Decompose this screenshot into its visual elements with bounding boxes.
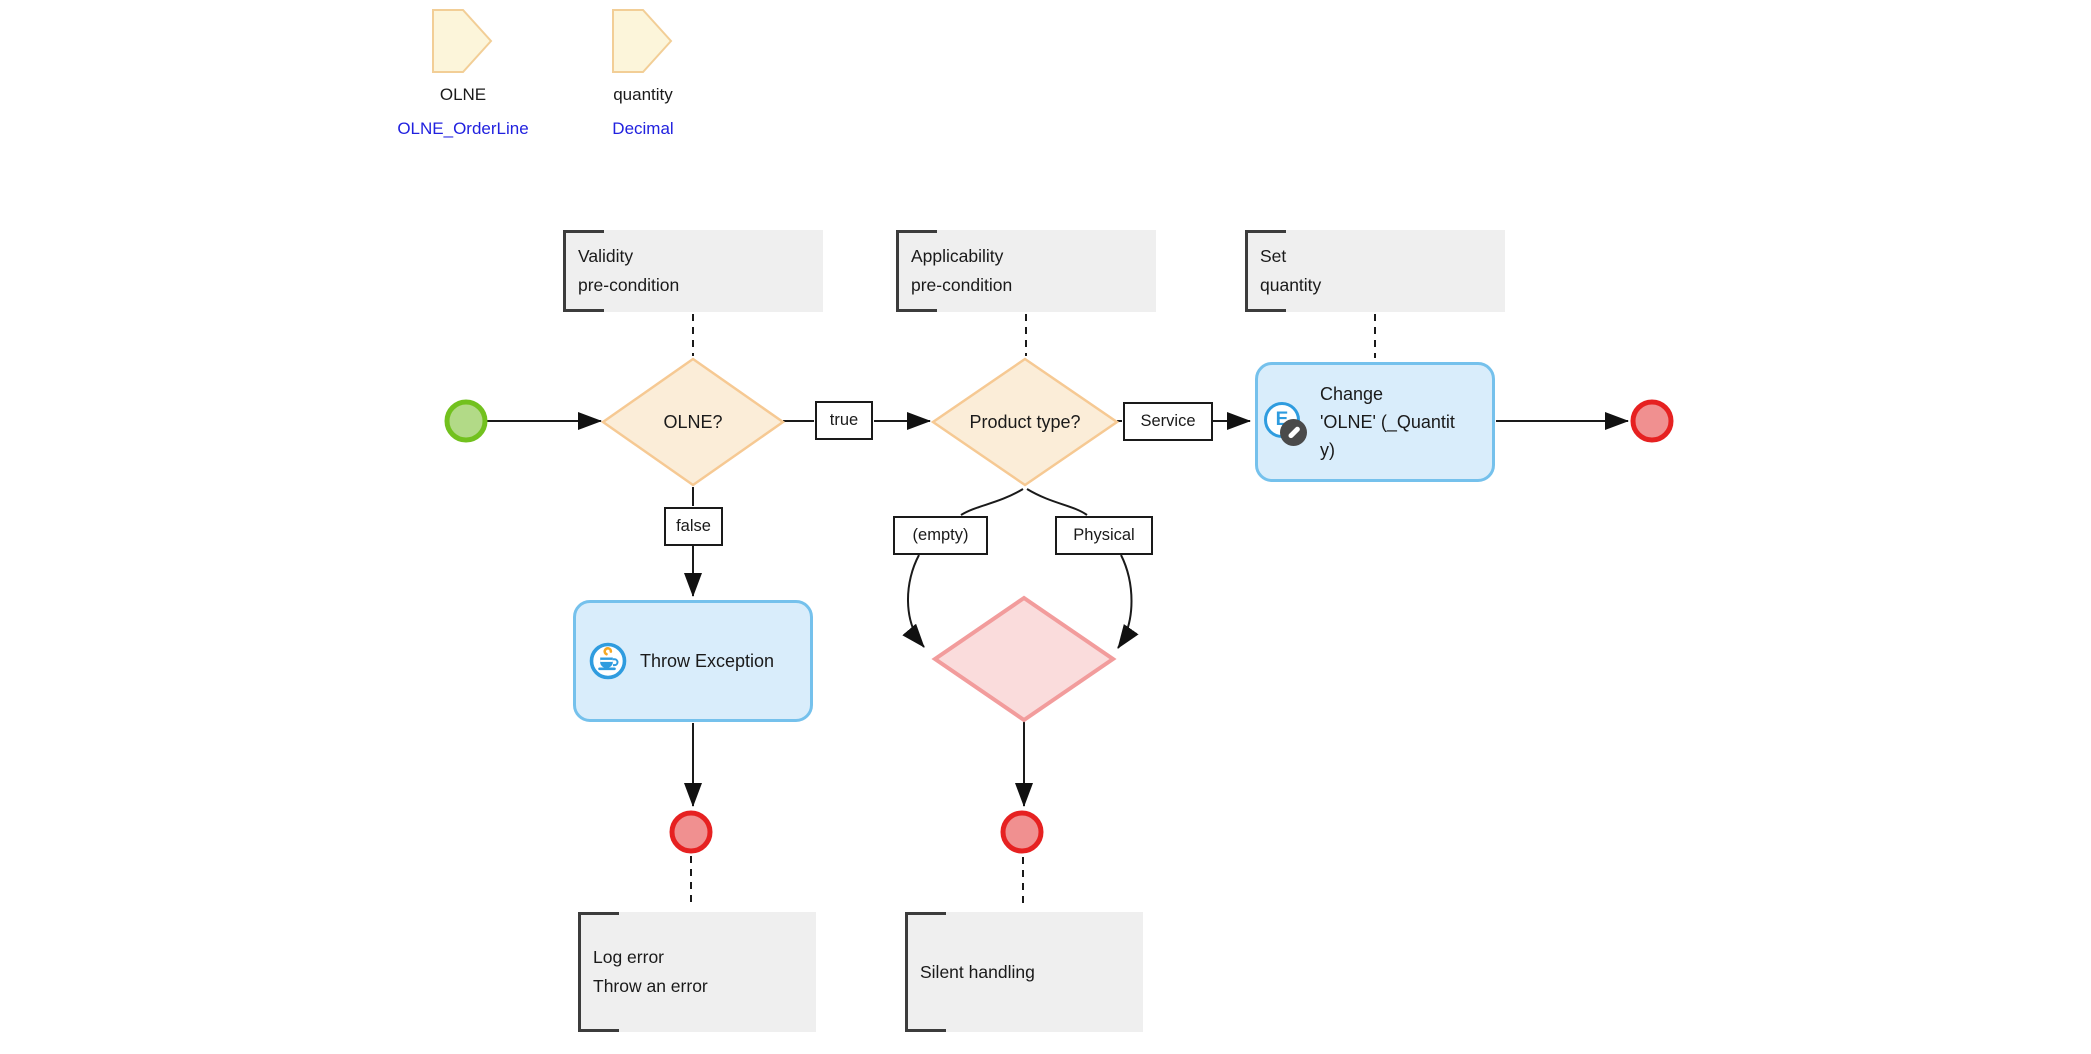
edge-physical-branch-lower[interactable]: [1117, 554, 1139, 649]
annotation-bracket-icon: [563, 230, 604, 312]
annotation-validity[interactable]: Validity pre-condition: [563, 230, 823, 312]
annotation-log-error[interactable]: Log error Throw an error: [578, 912, 816, 1032]
activity-change-object[interactable]: E Change 'OLNE' (_Quantit y): [1255, 362, 1495, 482]
edge-label-physical[interactable]: Physical: [1055, 516, 1153, 555]
annotation-bracket-icon: [905, 912, 946, 1032]
olne-decision-shape[interactable]: [600, 357, 786, 487]
edge-label-true[interactable]: true: [815, 401, 873, 440]
parameter-olne-name: OLNE: [439, 85, 487, 104]
edge-label-service[interactable]: Service: [1123, 402, 1213, 441]
parameter-quantity-type[interactable]: Decimal: [612, 119, 674, 138]
throw-exception-label: Throw Exception: [640, 651, 775, 671]
product-type-decision-shape[interactable]: [930, 357, 1120, 487]
edit-pencil-badge-icon: [1280, 419, 1307, 446]
edge-label-empty[interactable]: (empty): [893, 516, 988, 555]
change-object-icon: E: [1264, 402, 1307, 446]
annotation-bracket-icon: [578, 912, 619, 1032]
change-object-label: Change 'OLNE' (_Quantit y): [1320, 384, 1455, 460]
annotation-set-quantity-text: Set quantity: [1260, 246, 1322, 295]
annotation-silent-handling[interactable]: Silent handling: [905, 912, 1143, 1032]
parameter-olne-shape[interactable]: [432, 9, 493, 73]
annotation-log-error-text: Log error Throw an error: [593, 947, 708, 996]
annotation-silent-handling-text: Silent handling: [920, 961, 1035, 982]
product-type-decision-label: Product type?: [969, 411, 1081, 432]
end-event-main[interactable]: [1630, 399, 1674, 443]
start-event[interactable]: [444, 399, 488, 443]
annotation-bracket-icon: [1245, 230, 1286, 312]
edge-empty-branch-upper[interactable]: [960, 488, 1024, 516]
annotation-set-quantity[interactable]: Set quantity: [1245, 230, 1505, 312]
end-event-error[interactable]: [669, 810, 713, 854]
parameter-quantity-shape[interactable]: [612, 9, 673, 73]
parameter-quantity-name: quantity: [613, 85, 673, 104]
edge-empty-branch-lower[interactable]: [902, 554, 925, 648]
annotation-applicability-text: Applicability pre-condition: [911, 246, 1013, 295]
activity-throw-exception[interactable]: Throw Exception: [573, 600, 813, 722]
annotation-validity-text: Validity pre-condition: [578, 246, 680, 295]
olne-decision-label: OLNE?: [663, 411, 723, 432]
end-event-silent[interactable]: [1000, 810, 1044, 854]
parameter-olne-type[interactable]: OLNE_OrderLine: [397, 119, 529, 138]
annotation-applicability[interactable]: Applicability pre-condition: [896, 230, 1156, 312]
edge-physical-branch-upper[interactable]: [1026, 488, 1088, 516]
java-coffee-cup-icon: [588, 641, 628, 681]
annotation-bracket-icon: [896, 230, 937, 312]
merge-shape[interactable]: [931, 595, 1117, 723]
edge-label-false[interactable]: false: [664, 507, 723, 546]
